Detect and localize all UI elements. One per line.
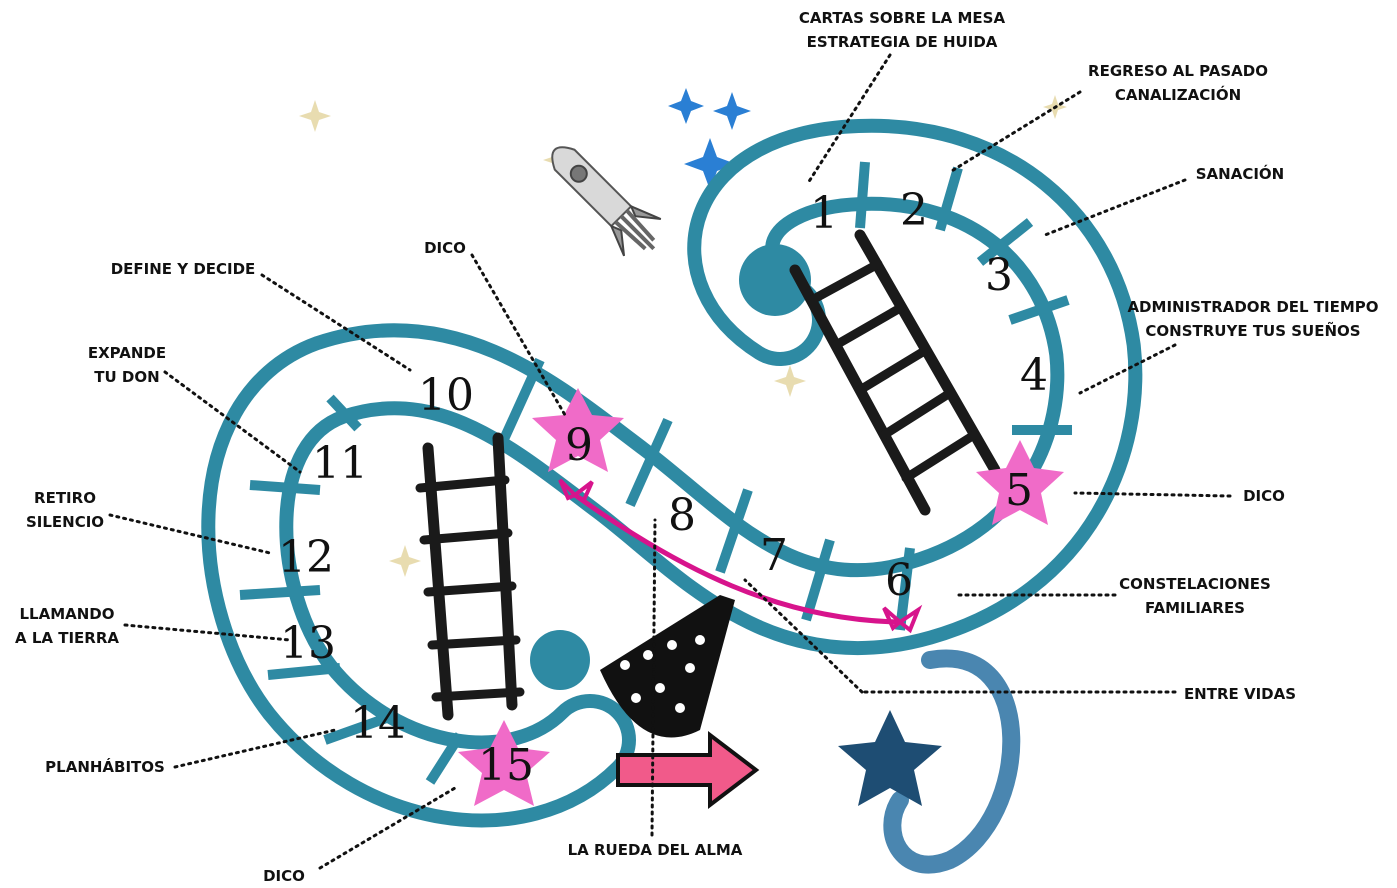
- cell-14: 14: [350, 698, 406, 749]
- label-line: LA RUEDA DEL ALMA: [567, 841, 743, 859]
- sparkle-icon: [713, 92, 751, 130]
- label-line: DICO: [263, 867, 305, 885]
- label-line: A LA TIERRA: [15, 629, 119, 647]
- label-line: ENTRE VIDAS: [1183, 685, 1297, 703]
- cell-3: 3: [985, 250, 1013, 301]
- cell-15: 15: [478, 740, 534, 791]
- cell-12: 12: [278, 532, 334, 583]
- cell-11: 11: [312, 438, 368, 489]
- cell-5: 5: [1005, 465, 1033, 516]
- leader-lines: [108, 53, 1232, 870]
- label-line: CONSTELACIONES: [1119, 575, 1271, 593]
- label-line: DICO: [1243, 487, 1285, 505]
- label-line: LLAMANDO: [19, 605, 115, 623]
- star-icon: [458, 720, 550, 806]
- cell-numbers: 1 2 3 4 5 6 7 8 9 10 11 12 13 14 15: [278, 185, 1048, 791]
- label-line: FAMILIARES: [1145, 599, 1245, 617]
- swirl: [838, 649, 1021, 874]
- track-dividers: [239, 161, 1072, 785]
- cell-2: 2: [900, 185, 928, 236]
- cell-7: 7: [760, 530, 788, 581]
- ladder-icon: [415, 432, 525, 721]
- label-line: SILENCIO: [25, 513, 105, 531]
- cell-10: 10: [418, 370, 474, 421]
- blue-sparkles: [668, 88, 751, 190]
- bag-icon: [600, 595, 735, 738]
- arrow-right-icon: [616, 730, 760, 810]
- cell-4: 4: [1020, 350, 1048, 401]
- label-dico-right: DICO: [1234, 484, 1294, 508]
- label-line: CANALIZACIÓN: [1114, 86, 1242, 104]
- pink-stars: [458, 388, 1064, 806]
- label-line: CARTAS SOBRE LA MESA: [798, 9, 1006, 27]
- label-retiro: RETIRO SILENCIO: [10, 486, 120, 534]
- cell-6: 6: [885, 555, 913, 606]
- label-dico-top: DICO: [415, 236, 475, 260]
- cell-13: 13: [280, 618, 336, 669]
- label-line: TU DON: [94, 368, 160, 386]
- label-regreso: REGRESO AL PASADO CANALIZACIÓN: [1068, 59, 1288, 107]
- label-rueda: LA RUEDA DEL ALMA: [550, 838, 760, 862]
- star-icon: [532, 388, 624, 472]
- label-line: EXPANDE: [87, 344, 167, 362]
- track: [201, 118, 1143, 828]
- label-line: RETIRO: [34, 489, 96, 507]
- label-expande: EXPANDE TU DON: [72, 341, 182, 389]
- label-line: PLANHÁBITOS: [45, 758, 165, 776]
- label-planhabitos: PLANHÁBITOS: [30, 755, 180, 779]
- cell-8: 8: [668, 490, 696, 541]
- cell-9: 9: [565, 420, 593, 471]
- label-line: DICO: [424, 239, 466, 257]
- label-line: REGRESO AL PASADO: [1088, 62, 1268, 80]
- ribbon-bow-icon: [558, 478, 594, 503]
- label-dico-bottom: DICO: [254, 864, 314, 888]
- star-icon: [976, 440, 1064, 525]
- label-llamando: LLAMANDO A LA TIERRA: [2, 602, 132, 650]
- ribbon: [558, 478, 923, 634]
- label-administrador: ADMINISTRADOR DEL TIEMPO CONSTRUYE TUS S…: [1110, 295, 1396, 343]
- sparkle-icon: [668, 88, 704, 124]
- star-icon: [838, 710, 942, 806]
- label-entre-vidas: ENTRE VIDAS: [1170, 682, 1310, 706]
- sparkle-icon: [299, 100, 331, 132]
- sparkle-icon: [389, 545, 421, 577]
- rocket-icon: [551, 146, 662, 257]
- sparkle-icon: [774, 365, 806, 397]
- ladder-icon: [789, 229, 1001, 516]
- label-constelaciones: CONSTELACIONES FAMILIARES: [1100, 572, 1290, 620]
- label-line: CONSTRUYE TUS SUEÑOS: [1145, 322, 1361, 340]
- label-line: ESTRATEGIA DE HUIDA: [806, 33, 998, 51]
- cell-1: 1: [810, 188, 838, 239]
- label-line: ADMINISTRADOR DEL TIEMPO: [1127, 298, 1379, 316]
- label-cartas: CARTAS SOBRE LA MESA ESTRATEGIA DE HUIDA: [772, 6, 1032, 54]
- label-define: DEFINE Y DECIDE: [98, 257, 268, 281]
- sparkle-icon: [684, 138, 736, 190]
- label-sanacion: SANACIÓN: [1170, 162, 1310, 186]
- label-line: SANACIÓN: [1195, 165, 1285, 183]
- ribbon-bow-icon: [882, 604, 923, 634]
- label-line: DEFINE Y DECIDE: [110, 260, 256, 278]
